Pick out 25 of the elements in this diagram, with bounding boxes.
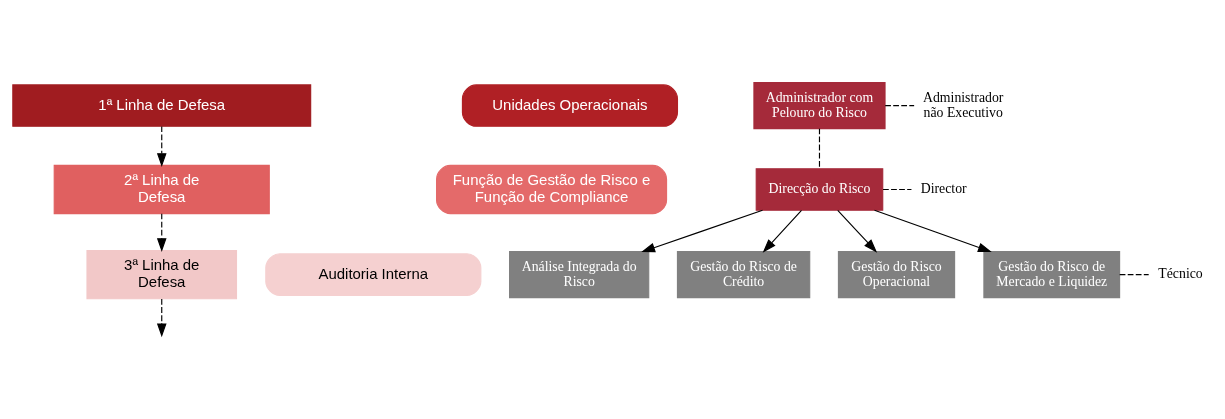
node-box: Auditoria Interna [265, 253, 482, 296]
node-box: Unidades Operacionais [461, 84, 679, 127]
arrow [156, 125, 167, 168]
node-box: 1ª Linha de Defesa [12, 84, 312, 127]
node-box: Análise Integrada do Risco [509, 251, 650, 299]
arrow [156, 213, 167, 252]
arrow [837, 209, 878, 253]
connector [818, 128, 821, 170]
node-box: Gestão do Risco Operacional [837, 251, 956, 299]
node-box: Direcção do Risco [755, 168, 884, 211]
node-box: 3ª Linha de Defesa [86, 249, 238, 300]
arrow [873, 209, 992, 253]
connector [884, 105, 915, 107]
arrow [641, 209, 764, 253]
node-box: Gestão do Risco de Mercado e Liquidez [983, 251, 1121, 299]
arrow [156, 298, 167, 338]
node-text: Director [920, 181, 967, 197]
node-box: Administrador com Pelouro do Risco [753, 82, 886, 130]
node-box: Gestão do Risco de Crédito [676, 251, 811, 299]
connector [1119, 274, 1150, 276]
arrow [762, 209, 803, 253]
node-text: Técnico [1158, 266, 1203, 282]
node-text: Administrador não Executivo [923, 89, 1004, 120]
node-box: Função de Gestão de Risco e Função de Compliance [436, 164, 668, 215]
node-box: 2ª Linha de Defesa [53, 164, 270, 215]
